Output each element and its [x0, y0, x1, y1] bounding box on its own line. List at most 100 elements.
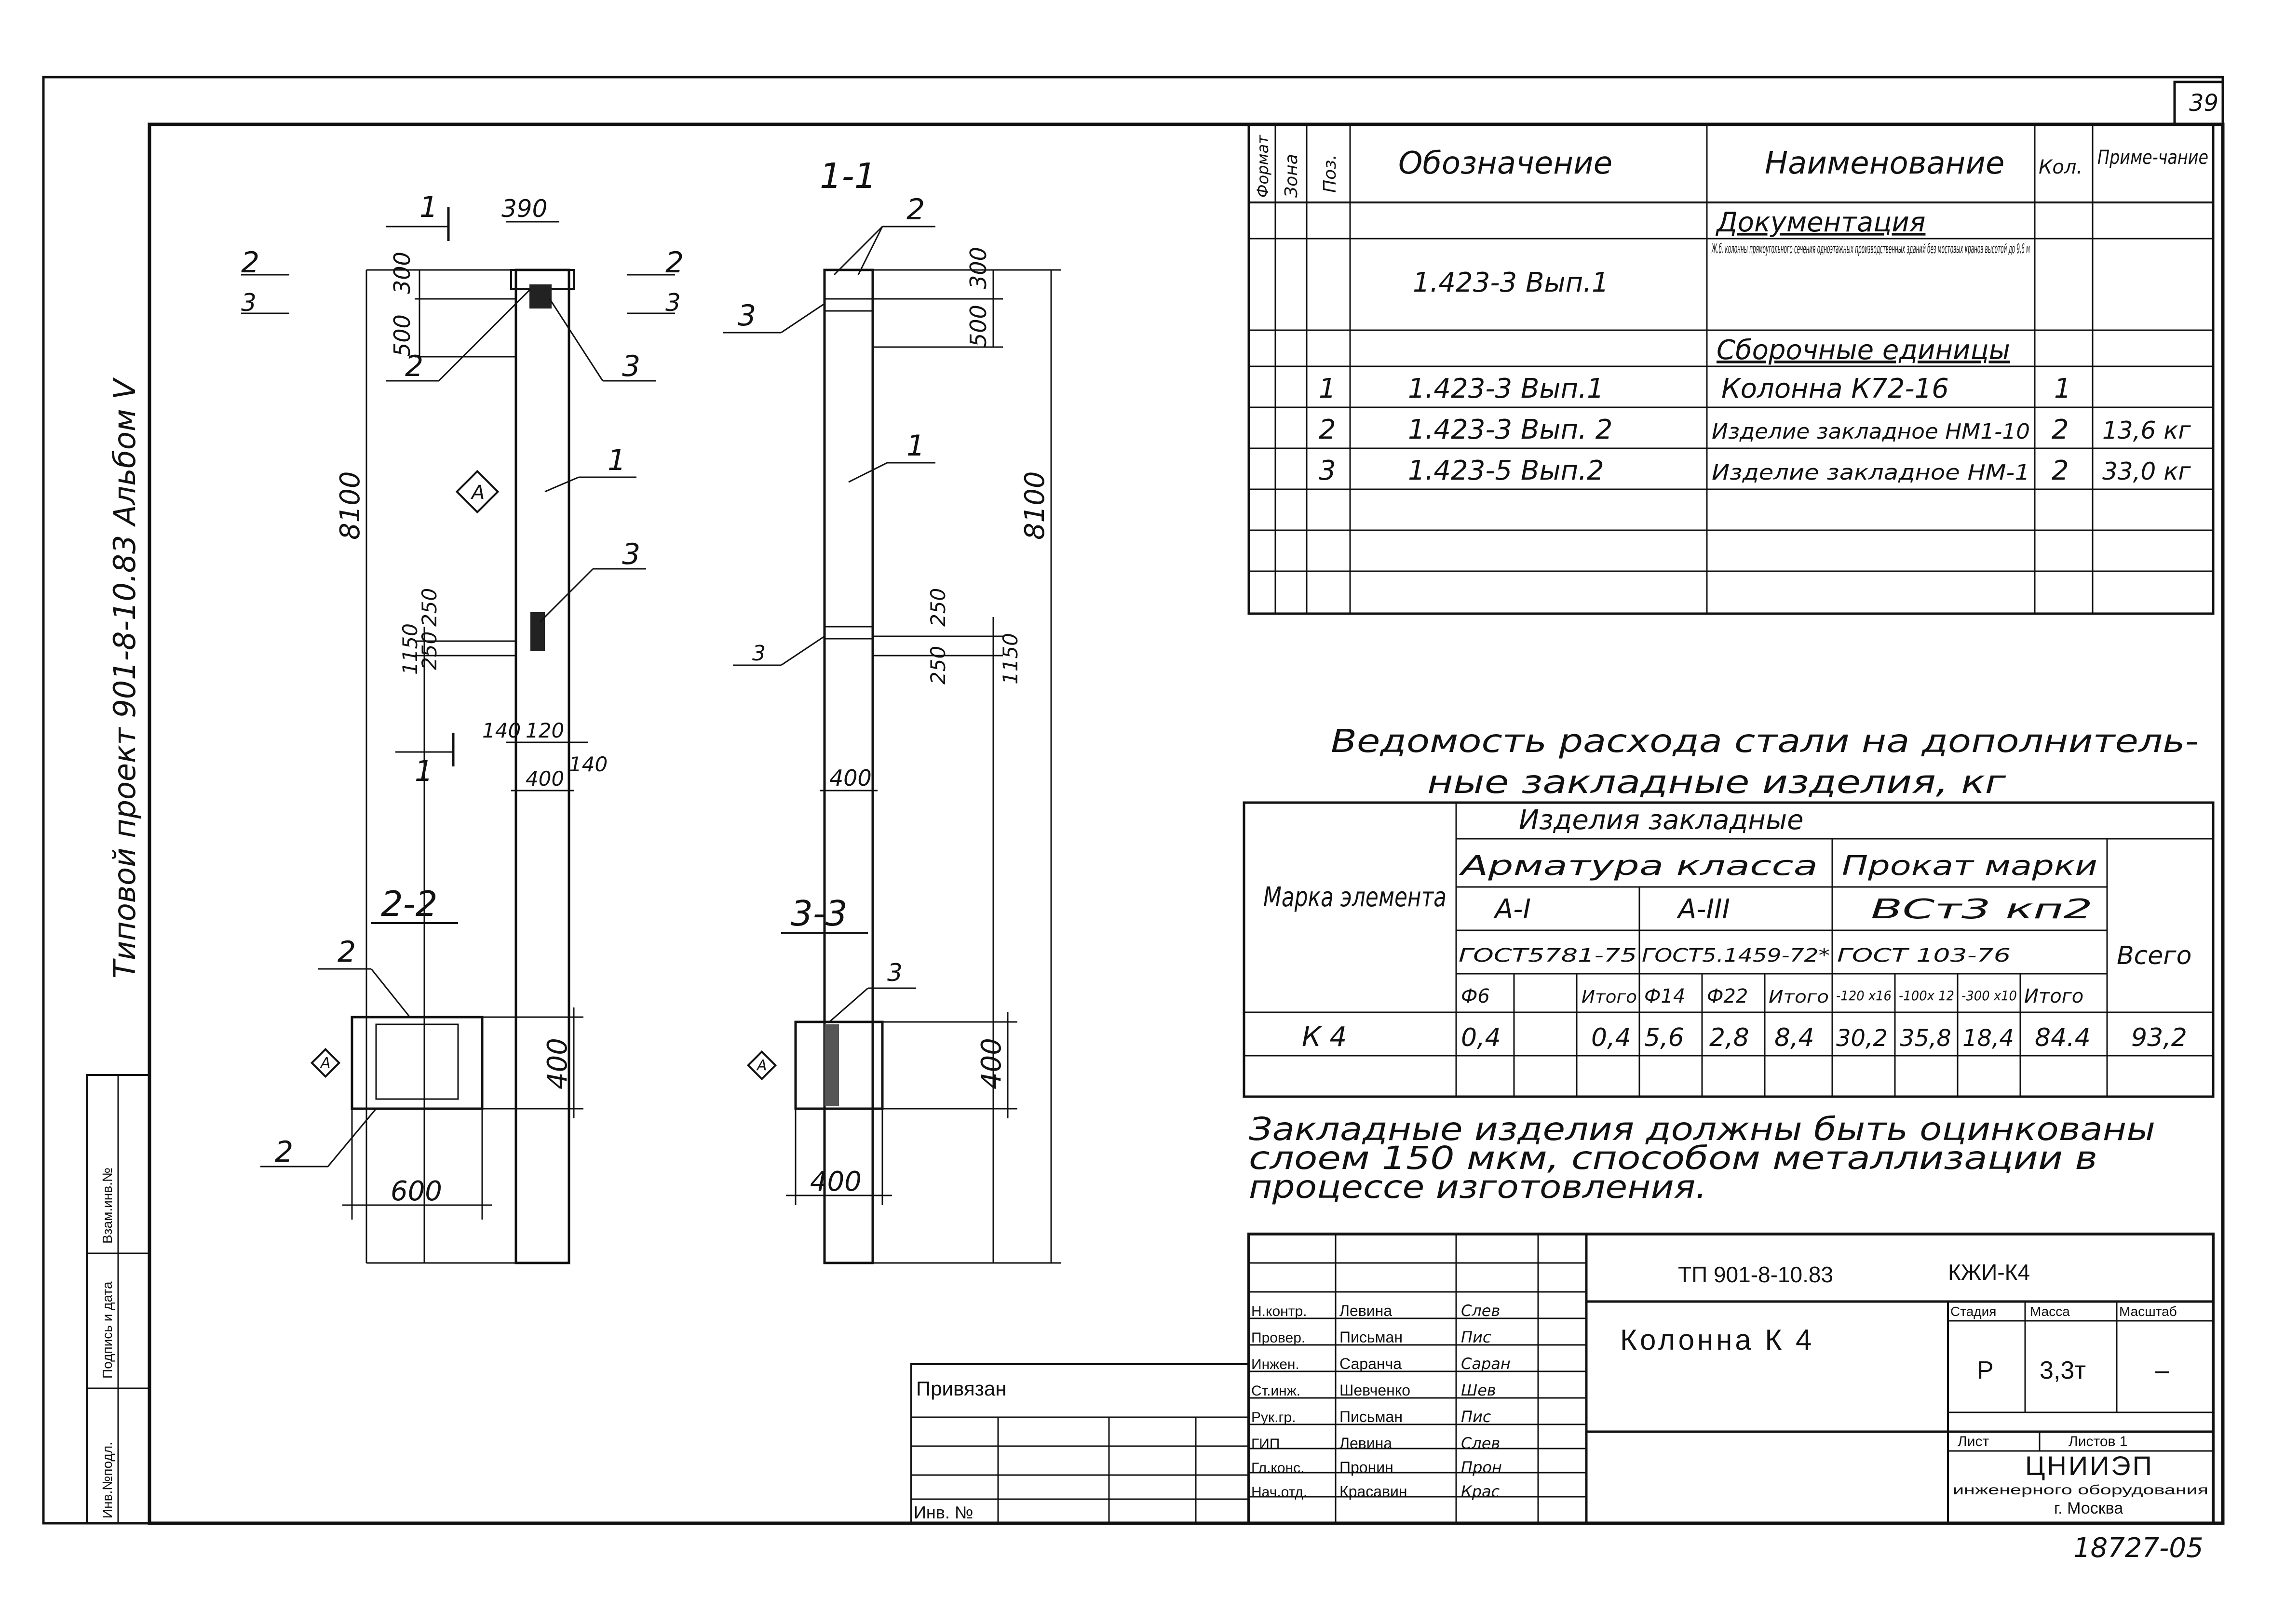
- page-number: 39: [2189, 90, 2218, 117]
- spec-table: Формат Зона Поз. Обозначение Наименовани…: [1247, 123, 2215, 615]
- steel-val-6: 8,4: [1774, 1023, 1814, 1052]
- person-name: Левина: [1339, 1302, 1392, 1319]
- side-dim-500: 500: [965, 305, 991, 347]
- cut-1-top: 1: [419, 190, 438, 224]
- stamp-label-sign: Подпись и дата: [100, 1281, 115, 1379]
- steel-sub-1: Ф6: [1461, 985, 1490, 1007]
- front-callout-1: 1: [608, 443, 626, 477]
- steel-class-a3: A-III: [1677, 894, 1730, 925]
- spec-header-qty: Кол.: [2039, 156, 2082, 178]
- note-block: Закладные изделия должны быть оцинкованы…: [1249, 1111, 2155, 1206]
- person-name: Письман: [1339, 1408, 1403, 1425]
- sec2-height-dim: 400: [542, 1038, 573, 1089]
- steel-sub-3: Итого: [1582, 987, 1637, 1007]
- steel-title-2: ные закладные изделия, кг: [1427, 764, 2006, 801]
- steel-col-group: Изделия закладные: [1519, 805, 1804, 836]
- steel-sub-4: Ф14: [1644, 985, 1685, 1007]
- person-sign: Шев: [1461, 1381, 1496, 1399]
- tb-sheet-code: КЖИ-К4: [1948, 1260, 2030, 1285]
- spec-header-name: Наименование: [1765, 146, 2004, 181]
- person-role: Ст.инж.: [1251, 1383, 1300, 1399]
- front-dim-120: 120: [526, 719, 564, 742]
- steel-col-total: Всего: [2117, 941, 2191, 970]
- side-dim-250: 250: [926, 588, 950, 627]
- section-3-3-view: 3-3 3 400 400 A: [746, 893, 1017, 1205]
- spec-row-5-qty: 2: [2052, 414, 2069, 445]
- person-role: Н.контр.: [1251, 1303, 1307, 1319]
- tb-stage-label: Стадия: [1950, 1304, 1996, 1319]
- side-dim-250b: 250: [926, 646, 950, 684]
- steel-class-a1: A-I: [1493, 894, 1531, 925]
- spec-row-6-name: Изделие закладное НМ-1: [1712, 460, 2030, 485]
- person-sign: Пис: [1461, 1408, 1491, 1426]
- sec2-width-dim: 600: [391, 1176, 442, 1207]
- person-name: Письман: [1339, 1329, 1403, 1346]
- person-role: Инжен.: [1251, 1356, 1299, 1372]
- steel-sub-6: Итого: [1769, 987, 1829, 1007]
- steel-sub-5: Ф22: [1707, 985, 1748, 1007]
- section-2-2-view: 2-2 2 2 600 400 A: [260, 884, 583, 1220]
- front-dim-140b: 140: [569, 752, 608, 776]
- spec-row-5-pos: 2: [1319, 414, 1336, 445]
- side-dim-1150: 1150: [999, 633, 1022, 684]
- front-dim-250b: 250: [418, 631, 441, 670]
- spec-row-3-name: Сборочные единицы: [1717, 335, 2010, 366]
- person-role: Рук.гр.: [1251, 1409, 1296, 1425]
- side-width-dim: 400: [829, 765, 872, 791]
- side-callout-1: 1: [906, 429, 925, 463]
- spec-row-6-pos: 3: [1319, 455, 1336, 486]
- spec-row-6-designation: 1.423-5 Вып.2: [1408, 455, 1604, 486]
- tb-object-name: Колонна К 4: [1620, 1324, 1814, 1356]
- steel-val-1: 0,4: [1461, 1023, 1501, 1052]
- front-dim-1150: 1150: [398, 623, 422, 675]
- person-name: Левина: [1339, 1435, 1392, 1452]
- side-callout-3-bottom: 3: [752, 641, 766, 666]
- tb-mass-label: Масса: [2030, 1304, 2070, 1319]
- sec3-callout-3: 3: [887, 959, 903, 987]
- sec3-marker-a: A: [756, 1057, 767, 1074]
- spec-row-1-name: Документация: [1715, 207, 1925, 238]
- steel-sub-7: -120 x16: [1836, 988, 1892, 1004]
- footer-number: 18727-05: [2073, 1532, 2204, 1564]
- spec-row-4-qty: 1: [2054, 373, 2071, 404]
- front-height-dim: 8100: [335, 471, 366, 540]
- sec2-callout-2-bottom: 2: [275, 1135, 293, 1169]
- person-role: Нач.отд.: [1251, 1484, 1307, 1500]
- bound-block: Привязан Инв. №: [910, 1363, 1250, 1524]
- spec-row-6-note: 33,0 кг: [2102, 457, 2191, 485]
- cut-3-right: 3: [665, 289, 681, 317]
- steel-val-10: 84.4: [2035, 1023, 2091, 1052]
- person-name: Красавин: [1339, 1483, 1407, 1500]
- spec-row-4-designation: 1.423-3 Вып.1: [1408, 373, 1604, 404]
- sec3-height-dim: 400: [976, 1038, 1007, 1089]
- spec-header-designation: Обозначение: [1398, 146, 1612, 181]
- person-sign: Саран: [1461, 1355, 1511, 1373]
- person-sign: Пис: [1461, 1328, 1491, 1346]
- front-dim-500: 500: [389, 314, 415, 357]
- sec2-marker-a: A: [320, 1055, 331, 1072]
- tb-mass: 3,3т: [2040, 1356, 2086, 1384]
- steel-gost-a1: ГОСТ5781-75: [1459, 945, 1637, 966]
- person-sign: Крас: [1461, 1482, 1500, 1501]
- steel-val-5: 2,8: [1709, 1023, 1749, 1052]
- spec-row-2-name: Ж.б. колонны прямоугольного сечения одно…: [1711, 241, 2030, 256]
- steel-val-3: 0,4: [1591, 1023, 1631, 1052]
- steel-val-8: 35,8: [1900, 1025, 1951, 1052]
- cut-3-left: 3: [241, 289, 257, 317]
- bound-label: Привязан: [916, 1377, 1006, 1400]
- steel-table: Ведомость расхода стали на дополнитель- …: [1243, 723, 2215, 1098]
- person-name: Шевченко: [1339, 1382, 1410, 1399]
- front-dim-140a: 140: [482, 719, 521, 742]
- front-callout-3-bottom: 3: [622, 537, 640, 571]
- spec-row-4-pos: 1: [1319, 373, 1336, 404]
- section-2-2-title: 2-2: [381, 884, 438, 924]
- note-line-1: Закладные изделия должны быть оцинкованы: [1249, 1111, 2155, 1148]
- spec-row-5-name: Изделие закладное НМ1-10: [1712, 419, 2030, 444]
- tb-sheet-label: Лист: [1958, 1434, 1989, 1450]
- stamp-label-replace: Взам.инв.№: [100, 1168, 115, 1244]
- spec-header-note: Приме-чание: [2097, 147, 2208, 169]
- note-line-2: слоем 150 мкм, способом металлизации в: [1249, 1140, 2097, 1177]
- side-callout-2: 2: [906, 193, 925, 227]
